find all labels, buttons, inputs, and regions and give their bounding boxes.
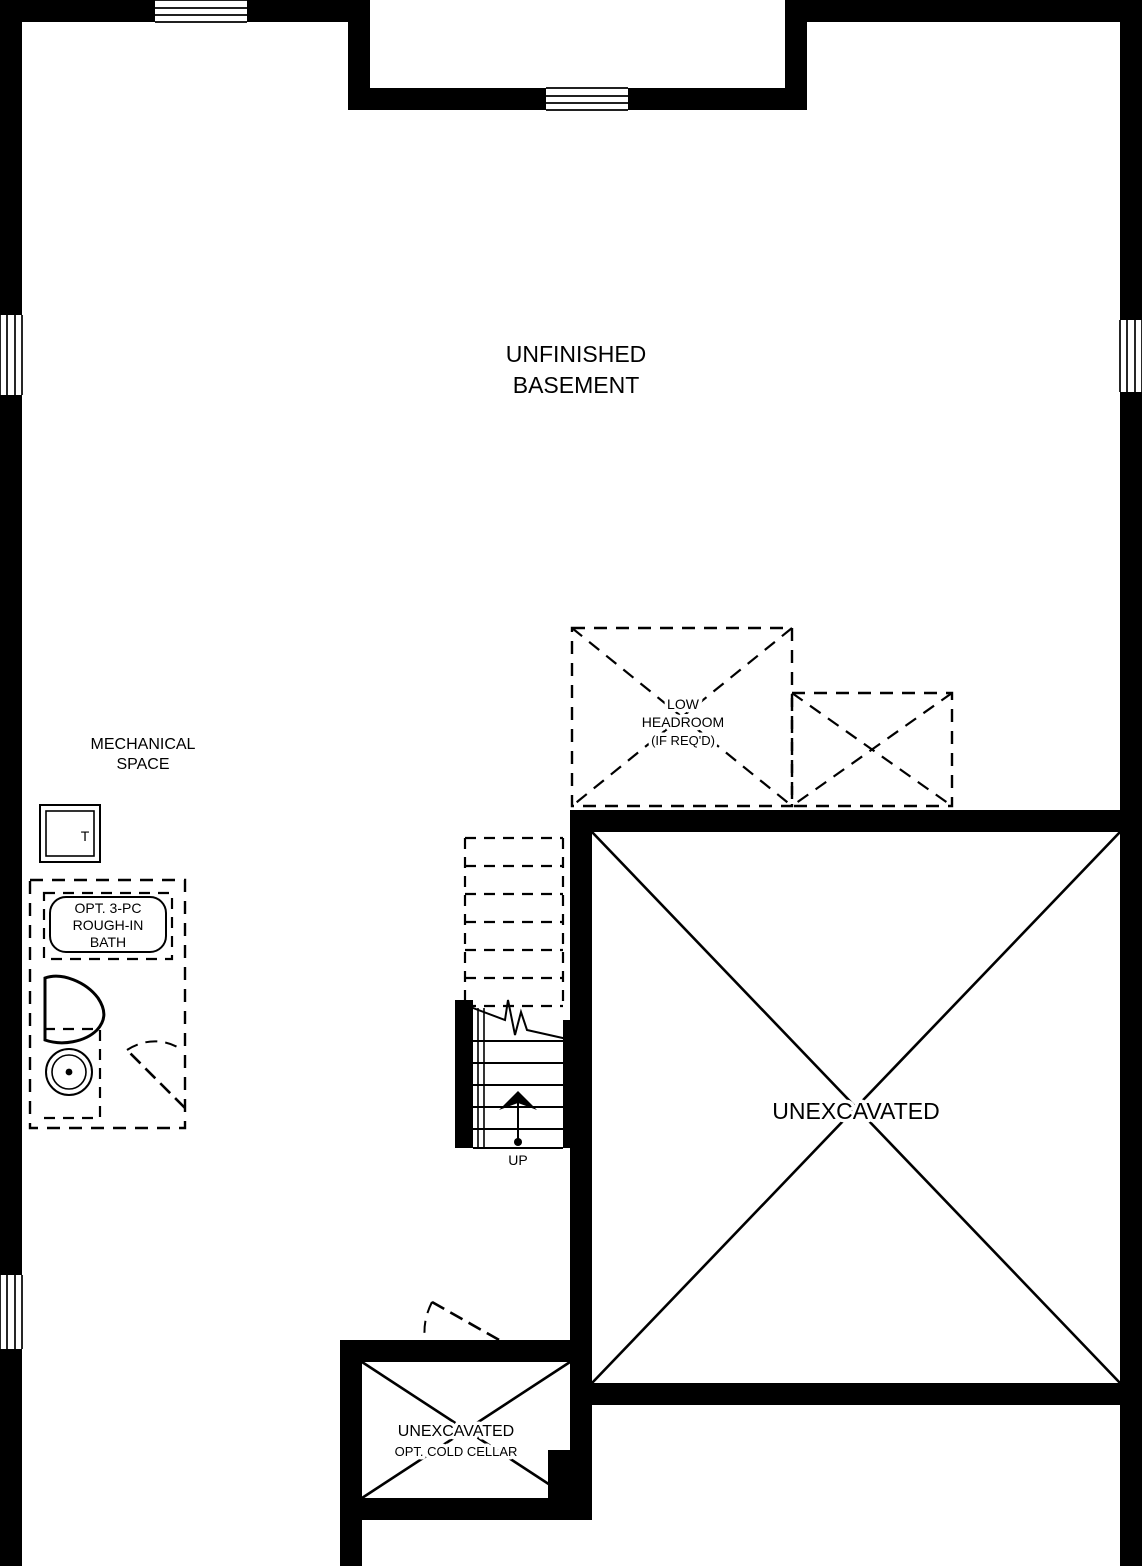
rough-in-bath-group: OPT. 3-PC ROUGH-IN BATH: [28, 878, 187, 1130]
basement-label-line1: UNFINISHED: [506, 341, 647, 367]
window-top-bay: [546, 87, 628, 111]
low-headroom-box-right: [790, 691, 954, 808]
low-headroom-box-left: [570, 626, 794, 808]
label-unfinished-basement: UNFINISHED BASEMENT: [506, 341, 647, 398]
door-cold-cellar: [423, 1300, 509, 1347]
bath-label-line2: ROUGH-IN: [73, 917, 144, 933]
toilet-fixture: [43, 974, 106, 1045]
door-rough-in-bath: [126, 1040, 186, 1109]
unexcavated-main-area: UNEXCAVATED: [591, 831, 1121, 1384]
window-left-upper: [0, 315, 23, 395]
label-mechanical-space: MECHANICAL SPACE: [91, 736, 196, 773]
basement-label-line2: BASEMENT: [513, 372, 640, 398]
unexcavated-bottom-wall: [570, 1383, 1120, 1405]
window-top-left: [155, 0, 247, 23]
cold-cellar-walls: [340, 1340, 592, 1566]
window-left-lower: [0, 1275, 23, 1349]
staircase: UP: [455, 836, 586, 1168]
unexcavated-top-wall: [570, 810, 1120, 832]
windows: [0, 0, 1142, 1349]
cold-cellar-area: UNEXCAVATED OPT. COLD CELLAR: [361, 1300, 571, 1500]
window-right: [1119, 320, 1142, 392]
stair-right-wall: [563, 1020, 585, 1148]
cold-cellar-step-notch: [548, 1450, 592, 1520]
stair-break-line: [464, 999, 586, 1044]
stair-solid-treads: [473, 1040, 563, 1149]
low-headroom-label-line1: LOW: [667, 696, 700, 712]
stair-up-arrow: [499, 1091, 537, 1146]
low-headroom-group: LOW HEADROOM (IF REQ'D): [570, 626, 954, 808]
cold-cellar-label-line1: UNEXCAVATED: [398, 1423, 514, 1440]
furnace-symbol: T: [39, 804, 101, 863]
floor-drain-fixture: [45, 1048, 93, 1096]
cold-cellar-bottom-wall: [340, 1498, 592, 1520]
unexcavated-main-label: UNEXCAVATED: [772, 1098, 939, 1124]
stair-left-wall: [455, 1000, 473, 1148]
stair-dashed-run: [463, 836, 565, 1008]
rough-in-bath-label-capsule: [49, 896, 167, 953]
mechanical-label-line2: SPACE: [116, 756, 169, 773]
stair-up-label: UP: [508, 1152, 527, 1168]
cold-cellar-top-wall: [340, 1340, 592, 1362]
bath-label-line3: BATH: [90, 934, 126, 950]
cold-cellar-left-wall: [340, 1340, 362, 1566]
mechanical-label-line1: MECHANICAL: [91, 736, 196, 753]
low-headroom-label-line3: (IF REQ'D): [651, 733, 715, 748]
low-headroom-label-line2: HEADROOM: [642, 714, 724, 730]
cold-cellar-label-line2: OPT. COLD CELLAR: [395, 1444, 518, 1459]
furnace-label: T: [81, 828, 90, 844]
bath-label-line1: OPT. 3-PC: [75, 900, 142, 916]
